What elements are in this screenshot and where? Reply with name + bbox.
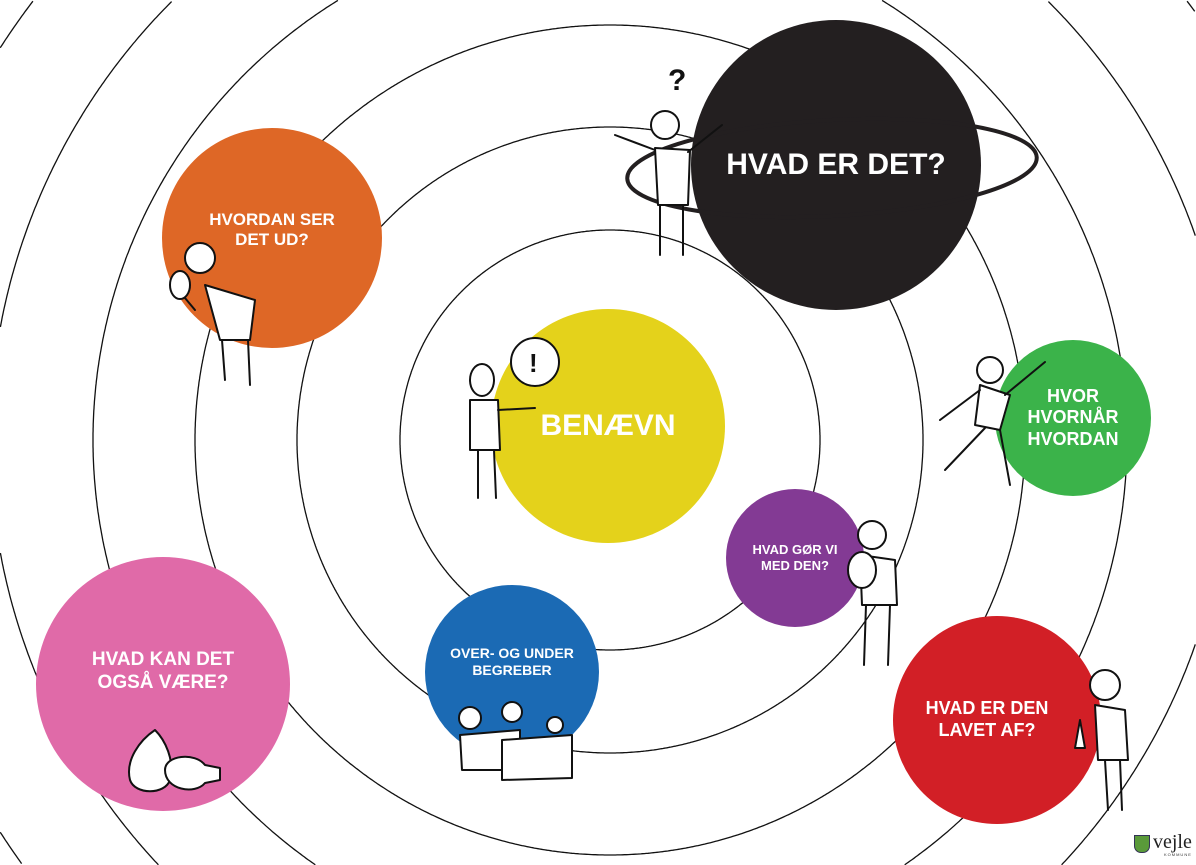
planet-label: HVORDAN SER DET UD? bbox=[209, 210, 335, 250]
planet-appearance: HVORDAN SER DET UD? bbox=[162, 128, 382, 348]
planet-label: BENÆVN bbox=[540, 409, 676, 442]
planet-label: OVER- OG UNDER BEGREBER bbox=[450, 645, 574, 678]
logo-subtitle: KOMMUNE bbox=[1163, 852, 1192, 857]
confused-person-figure bbox=[614, 110, 723, 256]
planet-where-when-how: HVOR HVORNÅR HVORDAN bbox=[995, 340, 1151, 496]
exclamation-mark: ! bbox=[529, 348, 538, 378]
vejle-logo: vejle KOMMUNE bbox=[1134, 832, 1192, 860]
coat-of-arms-icon bbox=[1134, 835, 1150, 853]
reaching-person-figure bbox=[939, 356, 1046, 486]
scientist-person-figure bbox=[1074, 669, 1129, 811]
pear-and-lightbulb-figure bbox=[128, 729, 221, 793]
planet-label: HVAD ER DET? bbox=[726, 148, 946, 181]
planet-label: HVAD KAN DET OGSÅ VÆRE? bbox=[91, 649, 235, 693]
magnifier-person-figure bbox=[169, 242, 256, 386]
pointing-person-figure bbox=[469, 337, 560, 499]
logo-wordmark: vejle bbox=[1153, 831, 1192, 853]
orbit-ring-1 bbox=[399, 229, 821, 651]
planet-what-is-it: HVAD ER DET? bbox=[691, 20, 981, 310]
planet-label: HVAD ER DEN LAVET AF? bbox=[925, 698, 1049, 740]
question-mark: ? bbox=[668, 64, 686, 97]
lightbulb-person-figure bbox=[847, 520, 898, 666]
planet-label: HVAD GØR VI MED DEN? bbox=[752, 542, 838, 573]
planet-material: HVAD ER DEN LAVET AF? bbox=[893, 616, 1101, 824]
boxes-with-items-figure bbox=[458, 701, 573, 781]
planet-usage: HVAD GØR VI MED DEN? bbox=[726, 489, 864, 627]
planet-label: HVOR HVORNÅR HVORDAN bbox=[1027, 385, 1119, 449]
